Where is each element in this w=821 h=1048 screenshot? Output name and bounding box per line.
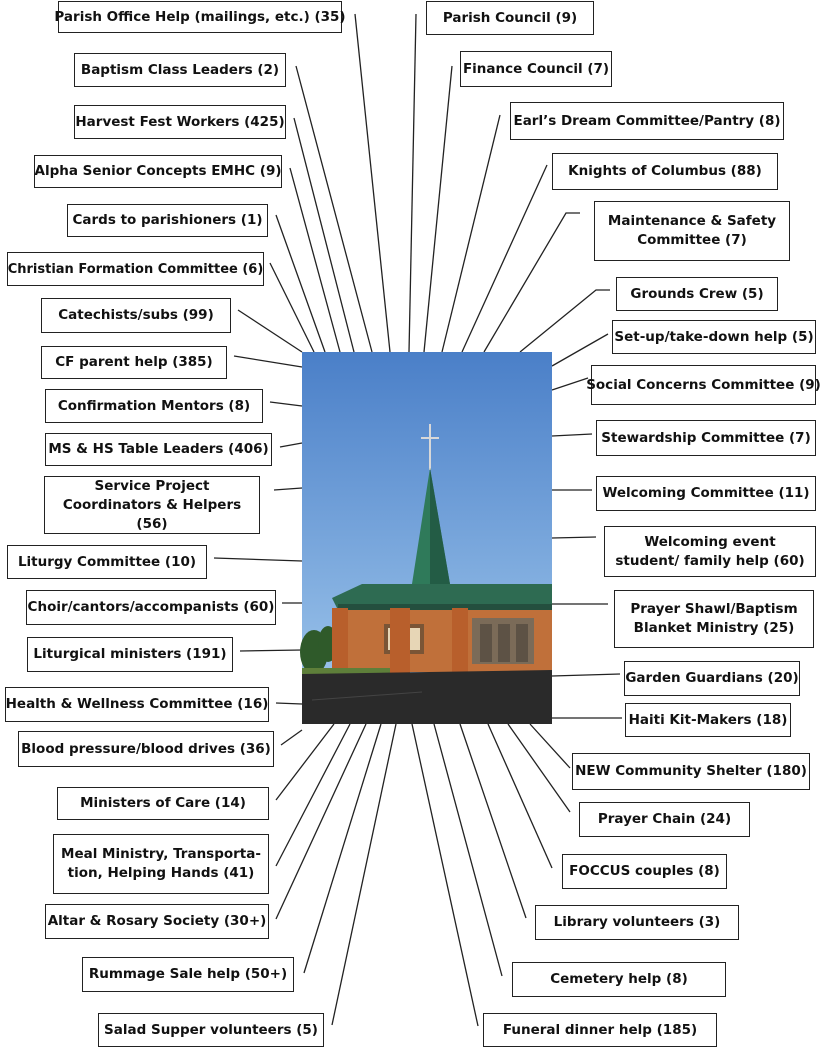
- label-service-project-coordinators: Service Project Coordinators & Helpers (…: [44, 476, 260, 534]
- label-catechists-subs: Catechists/subs (99): [41, 298, 231, 333]
- label-grounds-crew: Grounds Crew (5): [616, 277, 778, 311]
- label-rummage-sale-help: Rummage Sale help (50+): [82, 957, 294, 992]
- label-cf-parent-help: CF parent help (385): [41, 346, 227, 379]
- label-prayer-chain: Prayer Chain (24): [579, 802, 750, 837]
- label-salad-supper-volunteers: Salad Supper volunteers (5): [98, 1013, 324, 1047]
- label-setup-takedown-help: Set-up/take-down help (5): [612, 320, 816, 354]
- label-maintenance-safety: Maintenance & Safety Committee (7): [594, 201, 790, 261]
- label-choir-cantors: Choir/cantors/accompanists (60): [26, 590, 276, 625]
- church-photo: [300, 352, 552, 724]
- label-haiti-kit-makers: Haiti Kit-Makers (18): [625, 703, 791, 737]
- label-parish-office-help: Parish Office Help (mailings, etc.) (35): [54, 1, 346, 33]
- cross-icon: [421, 424, 439, 470]
- label-liturgical-ministers: Liturgical ministers (191): [27, 637, 233, 672]
- label-cards-to-parishioners: Cards to parishioners (1): [67, 204, 268, 237]
- label-confirmation-mentors: Confirmation Mentors (8): [45, 389, 263, 423]
- label-harvest-fest-workers: Harvest Fest Workers (425): [74, 105, 286, 139]
- label-knights-of-columbus: Knights of Columbus (88): [552, 153, 778, 190]
- parking-lot: [302, 670, 552, 724]
- label-blood-pressure-drives: Blood pressure/blood drives (36): [18, 731, 274, 767]
- label-parish-council: Parish Council (9): [426, 1, 594, 35]
- label-meal-ministry: Meal Ministry, Transporta-tion, Helping …: [53, 834, 269, 894]
- label-finance-council: Finance Council (7): [460, 51, 612, 87]
- label-welcoming-committee: Welcoming Committee (11): [596, 476, 816, 511]
- label-garden-guardians: Garden Guardians (20): [624, 661, 800, 696]
- label-baptism-class-leaders: Baptism Class Leaders (2): [74, 53, 286, 87]
- label-stewardship-committee: Stewardship Committee (7): [596, 420, 816, 456]
- label-altar-rosary-society: Altar & Rosary Society (30+): [45, 904, 269, 939]
- label-social-concerns-committee: Social Concerns Committee (9): [586, 365, 821, 405]
- roof: [332, 584, 552, 610]
- label-earls-dream-committee: Earl’s Dream Committee/Pantry (8): [510, 102, 784, 140]
- label-welcoming-event-help: Welcoming event student/ family help (60…: [604, 526, 816, 577]
- label-foccus-couples: FOCCUS couples (8): [562, 854, 727, 889]
- label-christian-formation-committee: Christian Formation Committee (6): [7, 252, 264, 286]
- label-library-volunteers: Library volunteers (3): [535, 905, 739, 940]
- label-funeral-dinner-help: Funeral dinner help (185): [483, 1013, 717, 1047]
- label-alpha-senior-concepts: Alpha Senior Concepts EMHC (9): [34, 155, 282, 188]
- label-liturgy-committee: Liturgy Committee (10): [7, 545, 207, 579]
- label-ministers-of-care: Ministers of Care (14): [57, 787, 269, 820]
- label-health-wellness-committee: Health & Wellness Committee (16): [5, 687, 269, 722]
- label-ms-hs-table-leaders: MS & HS Table Leaders (406): [45, 433, 272, 466]
- label-prayer-shawl-ministry: Prayer Shawl/Baptism Blanket Ministry (2…: [614, 590, 814, 648]
- label-cemetery-help: Cemetery help (8): [512, 962, 726, 997]
- label-new-community-shelter: NEW Community Shelter (180): [572, 753, 810, 790]
